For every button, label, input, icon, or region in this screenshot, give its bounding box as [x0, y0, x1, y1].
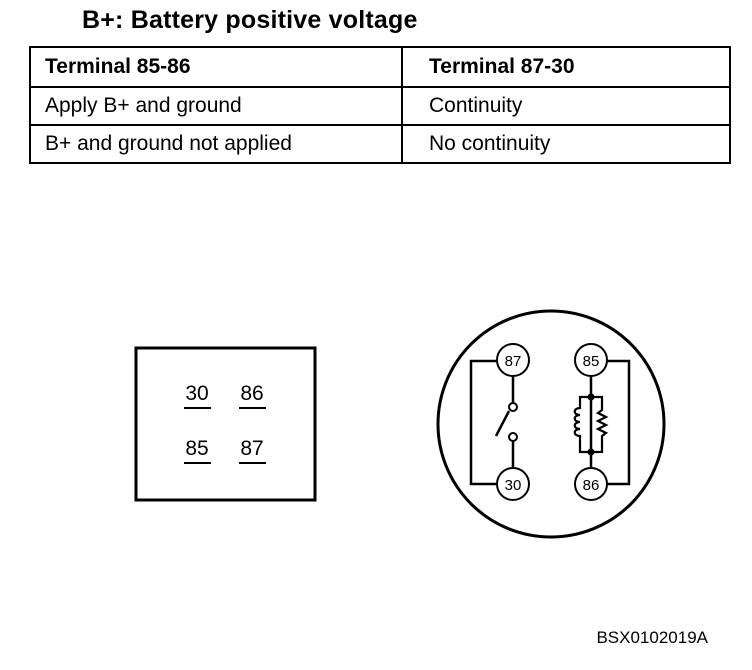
switch-contact: [494, 376, 518, 468]
relay-terminal-label: 87: [505, 353, 522, 370]
table-cell: Continuity: [401, 86, 731, 126]
connector-terminal-label: 85: [185, 437, 208, 460]
table-row: B+ and ground not applied No continuity: [29, 124, 731, 164]
column-header: Terminal 85-86: [29, 46, 403, 88]
terminal-circle: [574, 343, 608, 377]
table-cell: Apply B+ and ground: [29, 86, 403, 126]
connector-terminal-label: 87: [240, 437, 263, 460]
relay-terminal-label: 85: [583, 353, 600, 370]
terminal-circle: [574, 467, 608, 501]
table-header-row: Terminal 85-86 Terminal 87-30: [29, 46, 731, 88]
wire-87-30: [469, 359, 497, 486]
terminal-continuity-table: Terminal 85-86 Terminal 87-30 Apply B+ a…: [29, 46, 731, 164]
terminal-circle: [496, 467, 530, 501]
relay-terminal-label: 86: [583, 477, 600, 494]
relay-terminal-label: 30: [505, 477, 522, 494]
column-header: Terminal 87-30: [401, 46, 731, 88]
connector-terminal-label: 86: [240, 382, 263, 405]
relay-housing-outline: [436, 309, 666, 539]
table-cell: No continuity: [401, 124, 731, 164]
page-title: B+: Battery positive voltage: [82, 6, 418, 34]
connector-face: 30 86 85 87: [134, 346, 317, 502]
table-row: Apply B+ and ground Continuity: [29, 86, 731, 126]
suppression-resistor: [591, 395, 609, 454]
connector-outline: [134, 346, 317, 502]
connector-terminal-label: 30: [185, 382, 208, 405]
figure-code: BSX0102019A: [596, 628, 708, 647]
relay-schematic: 87 85 30 86: [436, 309, 666, 539]
table-cell: B+ and ground not applied: [29, 124, 403, 164]
wire-85-86: [606, 359, 631, 486]
terminal-circle: [496, 343, 530, 377]
relay-coil: [573, 376, 595, 468]
